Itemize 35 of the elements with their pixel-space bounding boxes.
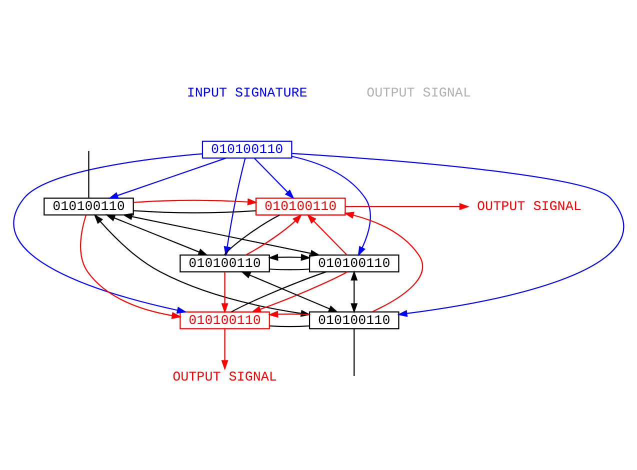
arrow <box>292 156 371 256</box>
arrow <box>245 214 302 256</box>
arrow <box>221 329 228 370</box>
arrow <box>268 254 311 261</box>
arrow <box>350 270 358 314</box>
node-box: 010100110 <box>180 311 270 330</box>
connector <box>133 210 256 214</box>
arrow <box>250 271 348 312</box>
arrow <box>344 212 423 312</box>
connector <box>270 325 310 328</box>
arrow <box>345 203 470 210</box>
connector <box>270 268 310 270</box>
connector <box>231 271 327 312</box>
node-box: 010100110 <box>255 198 346 216</box>
arrow <box>306 214 348 256</box>
arrow <box>240 271 339 313</box>
arrow <box>221 272 228 314</box>
node-box: 010100110 <box>202 140 292 159</box>
node-box: 010100110 <box>308 254 400 272</box>
connector <box>354 329 355 376</box>
arrow <box>13 153 202 314</box>
label: OUTPUT SIGNAL <box>366 86 471 102</box>
node-box: 010100110 <box>180 254 270 272</box>
arrow <box>133 198 258 206</box>
node-text: OUTPUT SIGNAL <box>172 370 277 386</box>
label: INPUT SIGNATURE <box>186 86 308 102</box>
arrow <box>254 158 294 200</box>
node-box: 010100110 <box>44 198 134 216</box>
arrow <box>80 215 182 319</box>
arrow <box>268 310 310 318</box>
arrow <box>105 214 208 256</box>
connector <box>88 150 90 198</box>
node-box: 010100110 <box>308 311 400 330</box>
arrow <box>108 158 226 199</box>
node-text: OUTPUT SIGNAL <box>477 200 582 216</box>
